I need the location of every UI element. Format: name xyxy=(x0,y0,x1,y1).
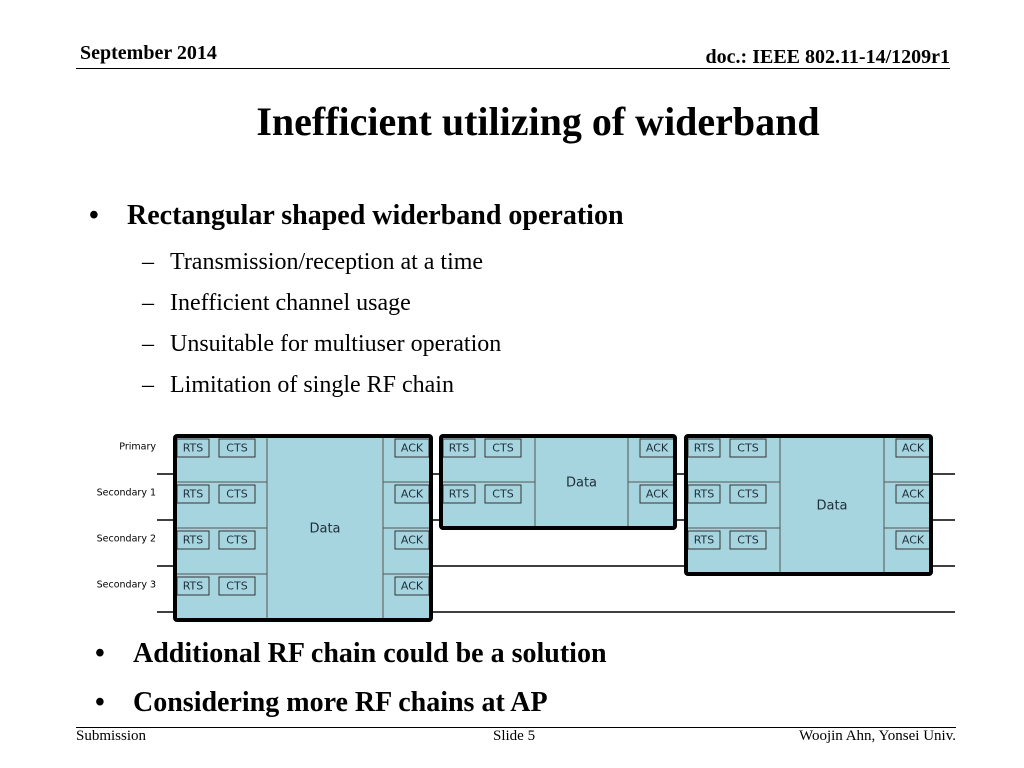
frame-cell xyxy=(218,576,256,596)
frame-cell xyxy=(218,438,256,458)
frame-label: RTS xyxy=(449,442,470,455)
sub-item-text: Inefficient channel usage xyxy=(170,290,411,316)
frame-label: ACK xyxy=(401,534,424,547)
footer-author: Woojin Ahn, Yonsei Univ. xyxy=(798,728,956,744)
sub-item: – Transmission/reception at a time xyxy=(142,249,484,276)
data-block xyxy=(779,435,885,575)
frame-label: CTS xyxy=(226,442,247,455)
sub-item-text: Limitation of single RF chain xyxy=(170,372,454,398)
frame-label: RTS xyxy=(183,580,204,593)
frame-label: CTS xyxy=(737,488,758,501)
frame-cell xyxy=(218,484,256,504)
frame-label: ACK xyxy=(401,442,424,455)
frame-cell xyxy=(729,530,767,550)
frame-cell xyxy=(729,438,767,458)
dash-icon: – xyxy=(142,372,154,398)
frame-label: RTS xyxy=(449,488,470,501)
frame-label: CTS xyxy=(492,488,513,501)
frame-label: CTS xyxy=(226,580,247,593)
frame-label: ACK xyxy=(401,580,424,593)
sub-item-text: Transmission/reception at a time xyxy=(170,249,484,275)
frame-label: RTS xyxy=(183,534,204,547)
channel-label: Secondary 1 xyxy=(97,488,156,499)
data-label: Data xyxy=(566,476,597,491)
frame-cell xyxy=(484,438,522,458)
frame-label: ACK xyxy=(902,488,925,501)
bullet-item: • Additional RF chain could be a solutio… xyxy=(95,638,607,670)
frame-label: CTS xyxy=(737,534,758,547)
channel-label: Secondary 2 xyxy=(97,534,156,545)
frame-label: ACK xyxy=(902,442,925,455)
sub-item: – Unsuitable for multiuser operation xyxy=(142,331,502,358)
dash-icon: – xyxy=(142,290,154,316)
sub-item-text: Unsuitable for multiuser operation xyxy=(170,331,502,357)
bullet-icon: • xyxy=(89,200,99,231)
footer-submission: Submission xyxy=(76,728,147,744)
bullet-text: Additional RF chain could be a solution xyxy=(133,638,607,669)
frame-label: CTS xyxy=(226,488,247,501)
frame-label: RTS xyxy=(694,534,715,547)
frame-group-border xyxy=(173,434,433,622)
dash-icon: – xyxy=(142,249,154,275)
bullet-item: • Rectangular shaped widerband operation xyxy=(89,200,624,232)
bullet-text: Considering more RF chains at AP xyxy=(133,687,548,718)
frame-label: ACK xyxy=(902,534,925,547)
frame-label: ACK xyxy=(646,488,669,501)
slide-title: Inefficient utilizing of widerband xyxy=(256,99,820,144)
frame-label: CTS xyxy=(492,442,513,455)
bullet-item: • Considering more RF chains at AP xyxy=(95,687,548,719)
channel-label: Primary xyxy=(119,442,156,453)
footer-divider xyxy=(76,727,956,728)
frame-label: CTS xyxy=(737,442,758,455)
frame-group-border xyxy=(684,434,933,576)
header-doc-id: doc.: IEEE 802.11-14/1209r1 xyxy=(705,46,950,68)
frame-label: CTS xyxy=(226,534,247,547)
footer-slide-number: Slide 5 xyxy=(493,728,536,744)
sub-item: – Inefficient channel usage xyxy=(142,290,411,317)
frame-label: RTS xyxy=(694,442,715,455)
header-divider xyxy=(76,68,950,69)
frame-cell xyxy=(484,484,522,504)
data-label: Data xyxy=(309,522,340,537)
frame-label: ACK xyxy=(401,488,424,501)
frame-cell xyxy=(218,530,256,550)
frame-label: RTS xyxy=(183,442,204,455)
channel-label: Secondary 3 xyxy=(97,580,156,591)
bullet-icon: • xyxy=(95,638,105,669)
dash-icon: – xyxy=(142,331,154,357)
header-date: September 2014 xyxy=(80,42,217,64)
frame-cell xyxy=(729,484,767,504)
sub-item: – Limitation of single RF chain xyxy=(142,372,454,399)
frame-label: ACK xyxy=(646,442,669,455)
data-block xyxy=(534,435,629,529)
bullet-text: Rectangular shaped widerband operation xyxy=(127,200,624,231)
data-block xyxy=(266,435,384,621)
frame-group-border xyxy=(439,434,677,530)
bullet-icon: • xyxy=(95,687,105,718)
frame-label: RTS xyxy=(694,488,715,501)
frame-label: RTS xyxy=(183,488,204,501)
data-label: Data xyxy=(816,499,847,514)
